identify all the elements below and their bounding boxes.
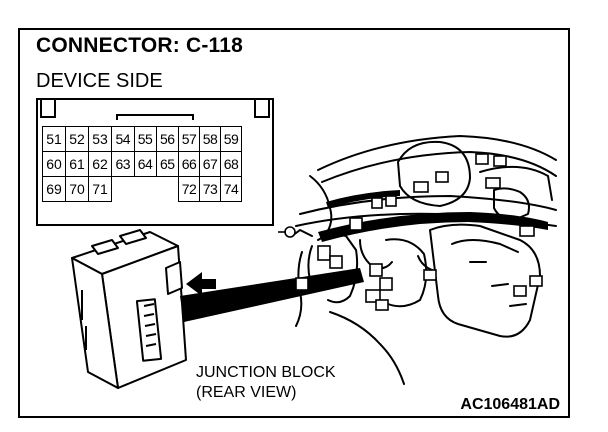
connector-title: CONNECTOR: C-118: [36, 34, 244, 57]
connector-latch-left: [40, 100, 56, 118]
main-harness: [318, 212, 548, 242]
rear-view-label: (REAR VIEW): [196, 384, 297, 401]
pin-cell: 55: [133, 126, 157, 152]
connector-subtitle: DEVICE SIDE: [36, 70, 163, 92]
pin-cell: 63: [111, 151, 135, 177]
pin-cell: 60: [42, 151, 66, 177]
figure-frame: [18, 28, 570, 418]
pin-cell: 56: [155, 126, 179, 152]
pin-cell: 64: [133, 151, 157, 177]
connector-pin-grid: 51 52 53 54 55 56 57 58 59 60 61 62 63 6…: [42, 126, 242, 202]
pin-row-1: 51 52 53 54 55 56 57 58 59: [42, 126, 242, 152]
arrow-icon: [186, 272, 216, 296]
pin-row-3: 69 70 71 72 73 74: [42, 176, 242, 202]
pin-cell: 70: [65, 176, 89, 202]
pin-row-2: 60 61 62 63 64 65 66 67 68: [42, 151, 242, 177]
pointer-wedge: [180, 268, 364, 322]
pin-cell: 59: [220, 126, 242, 152]
pin-cell: 71: [88, 176, 112, 202]
pin-cell: 62: [88, 151, 112, 177]
pin-cell: 65: [155, 151, 179, 177]
pin-cell: 74: [220, 176, 242, 202]
figure-code: AC106481AD: [460, 396, 560, 413]
connector-latch-right: [254, 100, 270, 118]
junction-block-label: JUNCTION BLOCK: [196, 364, 336, 381]
pin-cell: 53: [88, 126, 112, 152]
pin-cell: 73: [199, 176, 221, 202]
connector-key: [116, 114, 194, 120]
harness-connectors: [295, 153, 543, 311]
grommet-icon: [278, 226, 296, 238]
junction-block: [71, 229, 187, 389]
pin-cell: 52: [65, 126, 89, 152]
